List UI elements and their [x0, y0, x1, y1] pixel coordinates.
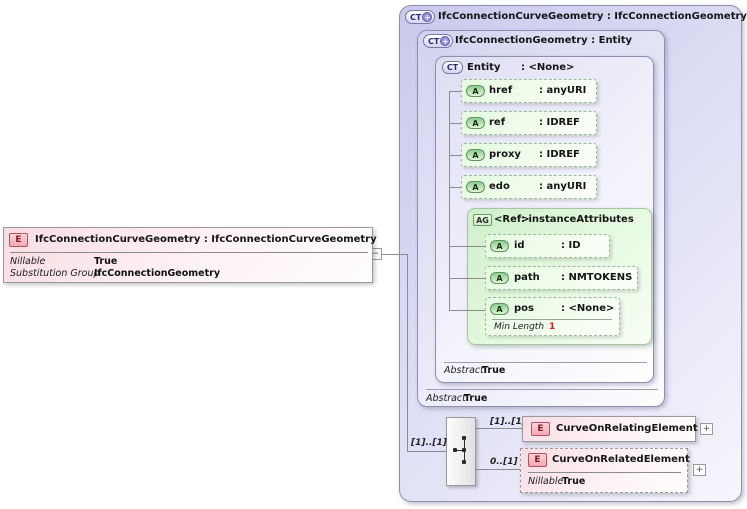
connector-line	[407, 254, 408, 452]
connector-line	[476, 469, 520, 470]
attribute-box-href[interactable]: A href : anyURI	[461, 79, 597, 103]
cardinality-label-incoming: [1]..[1]	[411, 438, 447, 448]
connector-line	[449, 246, 485, 247]
divider	[444, 362, 647, 363]
connector-line	[449, 310, 485, 311]
divider	[492, 319, 612, 320]
ct-plus-badge: CT +	[423, 34, 454, 48]
divider	[10, 252, 368, 253]
plus-icon: +	[440, 36, 451, 46]
cardinality-label-relating: [1]..[1]	[490, 417, 526, 427]
entity-base-type: : <None>	[521, 62, 575, 73]
connector-line	[407, 451, 446, 452]
attribute-box-id[interactable]: A id : ID	[485, 234, 610, 258]
ct-badge: CT	[442, 61, 463, 74]
divider	[426, 389, 658, 390]
abstract-label: Abstract	[444, 365, 484, 376]
connector-line	[449, 123, 461, 124]
attribute-box-ref[interactable]: A ref : IDREF	[461, 111, 597, 135]
connector-line	[449, 91, 450, 311]
connector-line	[449, 91, 461, 92]
attribute-group-type: : instanceAttributes	[521, 214, 634, 225]
attribute-type: : anyURI	[539, 181, 587, 192]
abstract-label: Abstract	[426, 393, 466, 404]
element-box-curveonrelatedelement[interactable]: E CurveOnRelatedElement Nillable True	[520, 448, 690, 493]
substitution-group-label: Substitution Group	[10, 268, 100, 279]
ct-badge-label: CT	[428, 36, 440, 46]
e-badge: E	[528, 453, 547, 467]
cardinality-label-related: 0..[1]	[490, 457, 518, 467]
attribute-name: href	[489, 85, 513, 96]
attribute-name: ref	[489, 117, 506, 128]
e-badge: E	[531, 422, 550, 436]
connector-line	[382, 254, 407, 255]
attribute-name: pos	[514, 303, 534, 314]
element-box-curveonrelatingelement[interactable]: E CurveOnRelatingElement	[522, 416, 698, 442]
attribute-box-pos[interactable]: A pos : <None> Min Length 1	[485, 297, 620, 336]
sequence-connector[interactable]	[446, 417, 476, 486]
ag-badge: AG	[473, 214, 492, 226]
abstract-value: True	[482, 365, 506, 376]
element-title: CurveOnRelatingElement	[556, 423, 698, 434]
attribute-box-edo[interactable]: A edo : anyURI	[461, 175, 597, 199]
attribute-type: : ID	[561, 240, 581, 251]
attribute-name: proxy	[489, 149, 521, 160]
attribute-type: : IDREF	[539, 117, 580, 128]
connector-line	[449, 155, 461, 156]
nillable-value: True	[94, 256, 118, 267]
attribute-box-path[interactable]: A path : NMTOKENS	[485, 266, 638, 290]
attribute-badge: A	[466, 181, 485, 193]
facet-label: Min Length	[494, 322, 545, 332]
nillable-value: True	[562, 476, 586, 487]
substitution-group-value: IfcConnectionGeometry	[94, 268, 221, 279]
ct-badge-label: CT	[410, 12, 422, 22]
attribute-badge: A	[466, 117, 485, 129]
attribute-badge: A	[466, 85, 485, 97]
nillable-label: Nillable	[10, 256, 46, 267]
expand-button-relating[interactable]: +	[700, 423, 713, 435]
attribute-name: id	[514, 240, 525, 251]
outer-complex-type-title: IfcConnectionCurveGeometry : IfcConnecti…	[438, 11, 747, 22]
element-title: IfcConnectionCurveGeometry : IfcConnecti…	[35, 234, 377, 245]
expand-button-related[interactable]: +	[693, 464, 706, 476]
attribute-type: : <None>	[561, 303, 615, 314]
connector-line	[476, 428, 522, 429]
ct-plus-badge: CT +	[405, 10, 436, 24]
attribute-badge: A	[466, 149, 485, 161]
e-badge: E	[9, 233, 28, 247]
element-title: CurveOnRelatedElement	[552, 454, 690, 465]
connector-line	[449, 187, 461, 188]
attribute-name: path	[514, 272, 540, 283]
facet-value: 1	[549, 322, 556, 332]
abstract-value: True	[464, 393, 488, 404]
attribute-name: edo	[489, 181, 510, 192]
attribute-type: : IDREF	[539, 149, 580, 160]
inner-complex-type-title: IfcConnectionGeometry : Entity	[455, 35, 633, 46]
connector-line	[449, 278, 485, 279]
attribute-type: : anyURI	[539, 85, 587, 96]
attribute-group-name: <Ref>	[494, 214, 530, 225]
attribute-badge: A	[490, 303, 509, 315]
divider	[528, 472, 681, 473]
plus-icon: +	[422, 12, 433, 22]
attribute-type: : NMTOKENS	[561, 272, 633, 283]
nillable-label: Nillable	[528, 476, 564, 487]
attribute-badge: A	[490, 272, 509, 284]
attribute-box-proxy[interactable]: A proxy : IDREF	[461, 143, 597, 167]
element-box-ifcconnectioncurvegeometry[interactable]: E IfcConnectionCurveGeometry : IfcConnec…	[3, 227, 377, 283]
entity-name: Entity	[467, 62, 501, 73]
attribute-badge: A	[490, 240, 509, 252]
